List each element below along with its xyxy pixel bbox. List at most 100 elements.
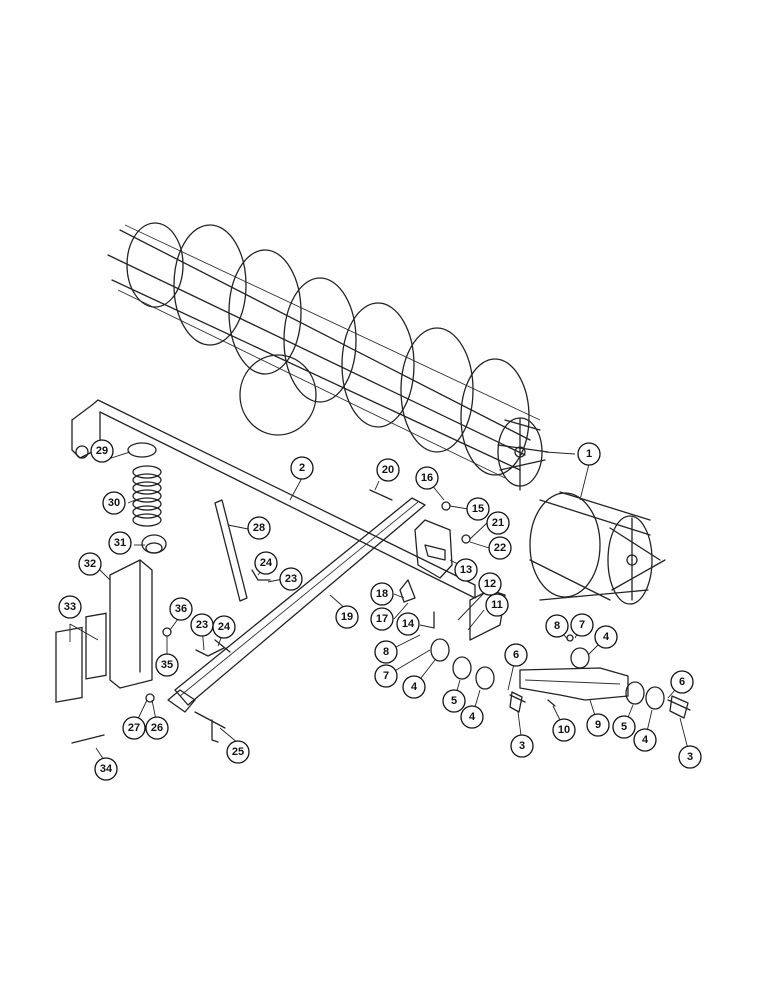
link-23-24-lower [195,639,231,657]
callout-7-a: 7 [374,664,398,688]
svg-text:35: 35 [161,659,173,671]
svg-text:1: 1 [586,448,592,460]
callout-3-left: 3 [510,734,534,758]
bolt-25 [194,711,226,743]
svg-text:9: 9 [595,719,601,731]
callout-13: 13 [454,558,478,582]
callout-24-lower: 24 [212,615,236,639]
callout-19: 19 [335,605,359,629]
svg-text:15: 15 [472,503,484,515]
callout-35: 35 [155,653,179,677]
svg-text:23: 23 [285,573,297,585]
callout-36: 36 [169,597,193,621]
svg-text:6: 6 [679,676,685,688]
callout-34: 34 [94,757,118,781]
svg-text:17: 17 [376,613,388,625]
svg-text:11: 11 [491,599,503,611]
callout-4-c: 4 [633,728,657,752]
svg-text:3: 3 [519,740,525,752]
svg-text:23: 23 [196,619,208,631]
callout-17: 17 [370,607,394,631]
spring-seat-31 [141,534,167,554]
svg-text:21: 21 [492,517,504,529]
diagonal-support-bar [167,497,426,713]
callout-30: 30 [102,491,126,515]
callout-2: 2 [290,456,314,480]
nut-21-22 [461,534,471,544]
svg-text:4: 4 [603,631,610,643]
svg-text:16: 16 [421,472,433,484]
callout-28: 28 [247,516,271,540]
svg-text:7: 7 [579,619,585,631]
svg-text:4: 4 [642,734,649,746]
svg-text:19: 19 [341,611,353,623]
callout-11: 11 [485,593,509,617]
callout-8-a: 8 [374,640,398,664]
callout-9: 9 [586,713,610,737]
mounting-bracket-32 [109,559,153,689]
callout-21: 21 [486,511,510,535]
bolt-3-left [509,691,526,713]
hardware-7-8 [566,634,574,642]
callout-4-a: 4 [402,675,426,699]
callout-26: 26 [145,716,169,740]
bracket-13 [414,519,453,579]
pin-34 [71,734,105,744]
svg-text:6: 6 [513,649,519,661]
callout-6-a: 6 [504,643,528,667]
callout-31: 31 [108,531,132,555]
svg-text:4: 4 [469,711,476,723]
svg-text:8: 8 [383,646,389,658]
callout-5-b: 5 [612,715,636,739]
callout-12: 12 [478,572,502,596]
svg-text:22: 22 [494,542,506,554]
callout-3-right: 3 [678,745,702,769]
svg-text:24: 24 [218,621,231,633]
callout-25: 25 [226,740,250,764]
callout-15: 15 [466,497,490,521]
svg-text:31: 31 [114,537,126,549]
roller-assembly-short [529,491,666,605]
svg-text:7: 7 [383,670,389,682]
callout-18: 18 [370,582,394,606]
svg-text:34: 34 [100,763,113,775]
spring-30 [132,465,162,527]
svg-text:25: 25 [232,746,244,758]
svg-text:27: 27 [128,722,140,734]
bolt-20 [369,489,393,501]
screw-10 [547,699,556,707]
callout-24-upper: 24 [254,551,278,575]
callout-33: 33 [58,595,82,619]
callout-14: 14 [396,612,420,636]
callout-20: 20 [376,458,400,482]
svg-text:5: 5 [621,721,627,733]
callout-10: 10 [552,718,576,742]
callout-32: 32 [78,552,102,576]
svg-text:29: 29 [96,445,108,457]
main-frame-bar [71,399,476,599]
svg-text:13: 13 [460,564,472,576]
svg-text:32: 32 [84,558,96,570]
callout-6-b: 6 [670,670,694,694]
callout-23-lower: 23 [190,613,214,637]
callout-5-a: 5 [442,689,466,713]
spring-cap-29 [127,442,157,458]
plate-33 [55,612,107,703]
roller-assembly-main [107,222,549,491]
svg-text:33: 33 [64,601,76,613]
svg-text:26: 26 [151,722,163,734]
svg-text:30: 30 [108,497,120,509]
callout-4-b: 4 [460,705,484,729]
svg-text:5: 5 [451,695,457,707]
svg-text:18: 18 [376,588,388,600]
svg-text:2: 2 [299,462,305,474]
callout-8-b: 8 [545,614,569,638]
svg-text:14: 14 [402,618,415,630]
bolt-3-right [667,695,691,719]
callout-23-upper: 23 [279,567,303,591]
callout-16: 16 [415,466,439,490]
callout-22: 22 [488,536,512,560]
hub-hardware [430,589,665,710]
callout-7-b: 7 [570,613,594,637]
